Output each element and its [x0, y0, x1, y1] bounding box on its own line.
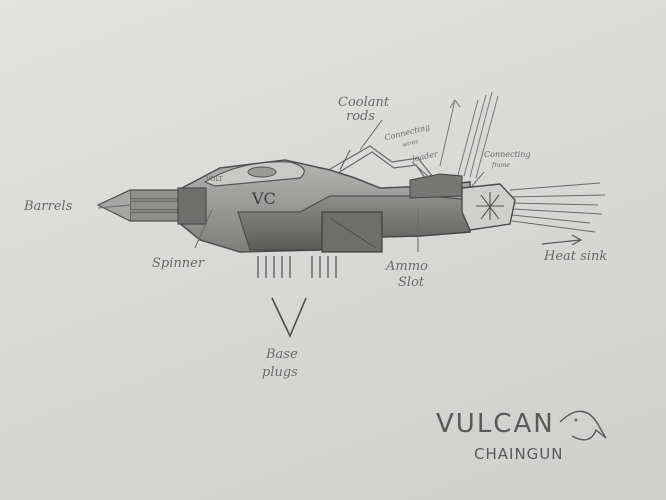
label-connecting-frame-1: Connecting [484, 150, 531, 159]
vulcan-logo-icon [559, 410, 607, 441]
coolant-rods [324, 145, 433, 183]
label-barrels: Barrels [24, 199, 73, 214]
heat-sink-fins [509, 182, 606, 233]
heat-sink-core [461, 183, 516, 231]
base-plugs-pointer [271, 297, 307, 338]
heat-vent-lines [439, 91, 499, 179]
label-heat-sink: Heat sink [544, 249, 608, 264]
leader-lines [97, 119, 485, 252]
title-vulcan: VULCAN [436, 409, 555, 439]
barrels [96, 187, 207, 225]
label-coolant-rods-2: rods [346, 109, 376, 124]
subtitle-chaingun: CHAINGUN [474, 445, 564, 463]
body-text-vc: VC [252, 189, 276, 208]
label-coolant-rods-1: Coolant [338, 95, 390, 110]
heat-sink-arrow [541, 234, 583, 246]
label-connecting-frame-2: frame [492, 162, 510, 169]
label-spinner: Spinner [152, 256, 205, 271]
base-plugs [257, 256, 337, 278]
loader-block [409, 173, 463, 199]
label-ammo-slot-2: Slot [398, 275, 425, 290]
label-base-plugs-2: plugs [262, 365, 298, 380]
dome-vent [247, 166, 277, 178]
label-base-plugs-1: Base [266, 347, 298, 362]
body-text-volt: VOLT [206, 176, 223, 183]
label-ammo-slot-1: Ammo [386, 259, 428, 274]
